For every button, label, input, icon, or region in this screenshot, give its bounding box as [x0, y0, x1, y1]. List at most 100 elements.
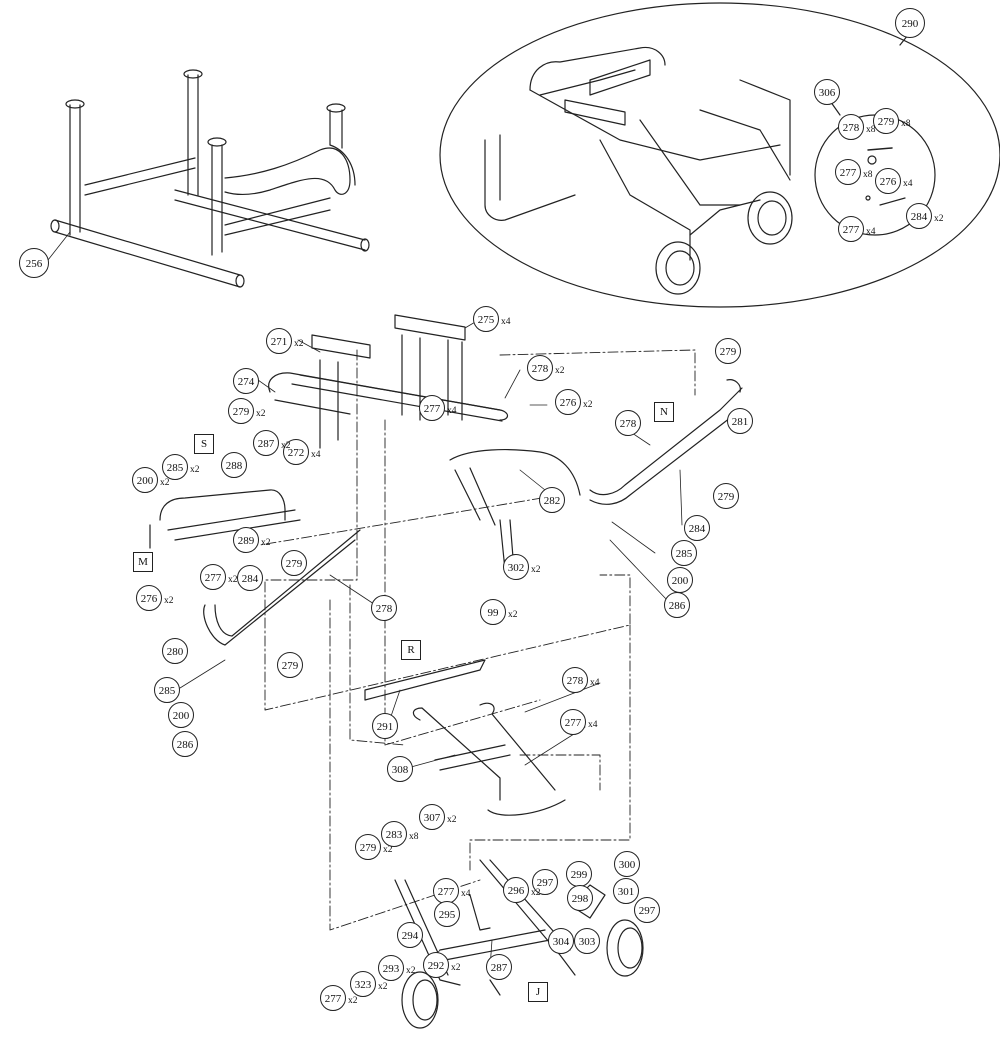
- part-callout-306: 306: [814, 79, 840, 105]
- part-quantity: x2: [228, 575, 238, 585]
- part-quantity: x4: [461, 889, 471, 899]
- part-callout-279: 279: [355, 834, 381, 860]
- part-callout-278: 278: [562, 667, 588, 693]
- part-callout-284: 284: [684, 515, 710, 541]
- part-callout-293: 293: [378, 955, 404, 981]
- assembled-cart-view: [484, 46, 793, 295]
- part-quantity: x2: [256, 409, 266, 419]
- part-callout-278: 278: [615, 410, 641, 436]
- part-quantity: x2: [555, 366, 565, 376]
- part-quantity: x2: [294, 339, 304, 349]
- part-callout-276: 276: [875, 168, 901, 194]
- part-callout-276: 276: [555, 389, 581, 415]
- part-quantity: x2: [934, 214, 944, 224]
- part-callout-278: 278: [371, 595, 397, 621]
- part-quantity: x2: [164, 596, 174, 606]
- part-callout-277: 277: [835, 159, 861, 185]
- part-callout-285: 285: [162, 454, 188, 480]
- part-callout-281: 281: [727, 408, 753, 434]
- part-callout-290: 290: [895, 8, 925, 38]
- part-callout-271: 271: [266, 328, 292, 354]
- part-callout-279: 279: [228, 398, 254, 424]
- part-callout-302: 302: [503, 554, 529, 580]
- part-callout-275: 275: [473, 306, 499, 332]
- part-callout-294: 294: [397, 922, 423, 948]
- part-callout-277: 277: [320, 985, 346, 1011]
- part-callout-288: 288: [221, 452, 247, 478]
- part-callout-277: 277: [419, 395, 445, 421]
- part-callout-296: 296: [503, 877, 529, 903]
- part-quantity: x8: [863, 170, 873, 180]
- part-callout-277: 277: [433, 878, 459, 904]
- part-quantity: x4: [866, 227, 876, 237]
- part-callout-99: 99: [480, 599, 506, 625]
- part-callout-279: 279: [277, 652, 303, 678]
- part-quantity: x2: [447, 815, 457, 825]
- part-callout-277: 277: [838, 216, 864, 242]
- part-callout-289: 289: [233, 527, 259, 553]
- part-callout-282: 282: [539, 487, 565, 513]
- part-callout-297: 297: [532, 869, 558, 895]
- part-callout-272: 272: [283, 439, 309, 465]
- part-quantity: x4: [590, 678, 600, 688]
- leg-stand-assembly: [50, 69, 370, 288]
- part-quantity: x2: [160, 478, 170, 488]
- assembly-leader-lines: [259, 349, 696, 931]
- part-callout-292: 292: [423, 952, 449, 978]
- part-callout-299: 299: [566, 861, 592, 887]
- part-callout-200: 200: [168, 702, 194, 728]
- part-quantity: x4: [903, 179, 913, 189]
- part-callout-279: 279: [713, 483, 739, 509]
- part-callout-278: 278: [527, 355, 553, 381]
- part-callout-279: 279: [281, 550, 307, 576]
- part-callout-277: 277: [200, 564, 226, 590]
- part-quantity: x4: [311, 450, 321, 460]
- part-callout-200: 200: [667, 567, 693, 593]
- part-quantity: x8: [901, 119, 911, 129]
- part-quantity: x2: [531, 888, 541, 898]
- part-quantity: x2: [383, 845, 393, 855]
- part-callout-297: 297: [634, 897, 660, 923]
- part-quantity: x4: [501, 317, 511, 327]
- part-quantity: x2: [406, 966, 416, 976]
- part-callout-298: 298: [567, 885, 593, 911]
- part-callout-280: 280: [162, 638, 188, 664]
- part-callout-291: 291: [372, 713, 398, 739]
- section-label-n: N: [654, 402, 674, 422]
- part-callout-287: 287: [486, 954, 512, 980]
- part-quantity: x2: [508, 610, 518, 620]
- part-quantity: x2: [348, 996, 358, 1006]
- part-quantity: x2: [583, 400, 593, 410]
- part-callout-287: 287: [253, 430, 279, 456]
- part-callout-308: 308: [387, 756, 413, 782]
- part-callout-286: 286: [664, 592, 690, 618]
- part-callout-274: 274: [233, 368, 259, 394]
- part-callout-285: 285: [671, 540, 697, 566]
- part-quantity: x8: [866, 125, 876, 135]
- part-callout-278: 278: [838, 114, 864, 140]
- part-callout-283: 283: [381, 821, 407, 847]
- part-callout-276: 276: [136, 585, 162, 611]
- part-callout-279: 279: [873, 108, 899, 134]
- part-callout-323: 323: [350, 971, 376, 997]
- part-callout-284: 284: [906, 203, 932, 229]
- part-callout-200: 200: [132, 467, 158, 493]
- part-quantity: x2: [531, 565, 541, 575]
- part-callout-295: 295: [434, 901, 460, 927]
- part-callout-285: 285: [154, 677, 180, 703]
- part-callout-307: 307: [419, 804, 445, 830]
- part-callout-279: 279: [715, 338, 741, 364]
- assembled-view-inset: [439, 2, 1000, 308]
- part-callout-304: 304: [548, 928, 574, 954]
- part-callout-284: 284: [237, 565, 263, 591]
- part-callout-300: 300: [614, 851, 640, 877]
- part-quantity: x4: [447, 406, 457, 416]
- part-callout-277: 277: [560, 709, 586, 735]
- part-callout-301: 301: [613, 878, 639, 904]
- part-quantity: x2: [451, 963, 461, 973]
- section-label-j: J: [528, 982, 548, 1002]
- section-label-m: M: [133, 552, 153, 572]
- part-quantity: x4: [588, 720, 598, 730]
- part-quantity: x2: [378, 982, 388, 992]
